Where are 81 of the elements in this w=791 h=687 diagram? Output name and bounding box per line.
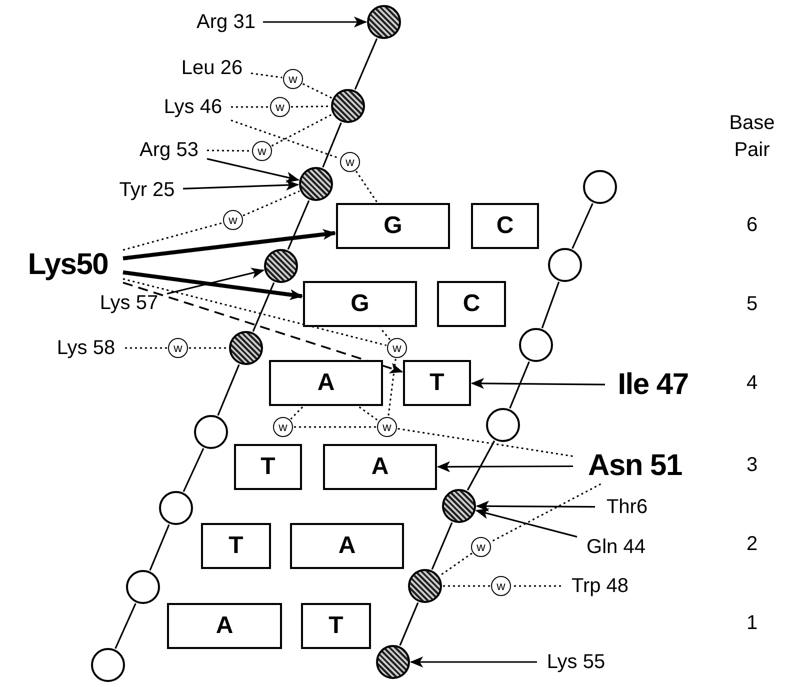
residue-label: Thr6 [596,494,658,520]
dotted-line [271,114,332,147]
dotted-line [230,120,340,160]
residue-label: Gln 44 [578,534,654,560]
backbone-line [322,122,342,168]
dotted-line [231,106,269,108]
residue-label: Asn 51 [574,449,696,483]
base-box: G [336,203,450,249]
backbone-line [287,200,310,250]
backbone-line [466,440,496,491]
dotted-line [358,406,379,422]
arrow [475,508,578,538]
base-box: A [323,444,437,490]
residue-label: Lys 55 [538,649,614,675]
dotted-line [443,585,490,587]
arrow [206,158,300,183]
dotted-line [380,328,390,340]
arrow [182,180,300,191]
backbone-line [252,282,275,332]
arrow [122,282,404,374]
base-box: G [303,281,417,327]
backbone-line [217,364,240,416]
dotted-line [125,347,167,349]
backbone-line [149,524,170,571]
residue-label: Leu 26 [174,55,250,81]
dotted-line [122,278,387,346]
dotted-line [242,190,300,216]
dotted-line [207,150,251,152]
arrow [122,270,304,300]
base-box: T [234,444,302,490]
base-pair-number: 6 [745,213,759,238]
backbone-line [182,448,204,492]
dotted-line [122,222,223,251]
base-pair-number: 3 [745,453,759,478]
arrow [263,16,368,28]
residue-label: Ile 47 [606,368,700,402]
backbone-line [509,361,530,409]
base-box: C [437,281,506,327]
base-box: A [290,523,404,569]
dotted-line [302,83,332,99]
base-box: T [403,360,471,406]
residue-label: Arg 31 [190,9,262,35]
backbone-line [572,203,594,249]
arrow [436,461,573,472]
residue-label: Lys 58 [48,335,124,361]
arrow [166,268,265,295]
backbone-line [431,522,453,570]
dotted-line [490,483,602,543]
dotted-line [388,358,396,416]
base-pair-number: 5 [745,292,759,317]
residue-label: Lys 57 [92,290,166,316]
backbone-line [541,282,560,328]
base-pair-number: 4 [745,371,759,396]
residue-label: Lys50 [14,248,122,282]
base-box: C [471,203,539,249]
arrow [122,228,336,260]
residue-label: Trp 48 [562,573,638,599]
residue-label: Arg 53 [132,137,206,163]
backbone-line [114,603,136,649]
base-box: T [301,603,371,649]
residue-label: Lys 46 [156,94,230,120]
arrow [410,656,537,668]
residue-label: Tyr 25 [112,177,182,203]
dotted-line [290,106,330,108]
dotted-line [250,72,282,78]
base-pair-number: 2 [745,532,759,557]
base-box: A [167,603,282,649]
arrow [476,500,595,512]
dotted-line [189,347,228,349]
backbone-line [354,38,378,90]
arrow [470,378,605,389]
dotted-line [356,170,378,202]
backbone-line [399,602,419,646]
base-box: T [201,523,271,569]
base-box: A [269,360,383,406]
dotted-line [512,585,561,587]
dotted-line [290,406,304,420]
column-heading: Base Pair [728,111,776,163]
dotted-line [294,426,376,428]
dotted-line [398,428,574,457]
base-pair-number: 1 [745,611,759,636]
